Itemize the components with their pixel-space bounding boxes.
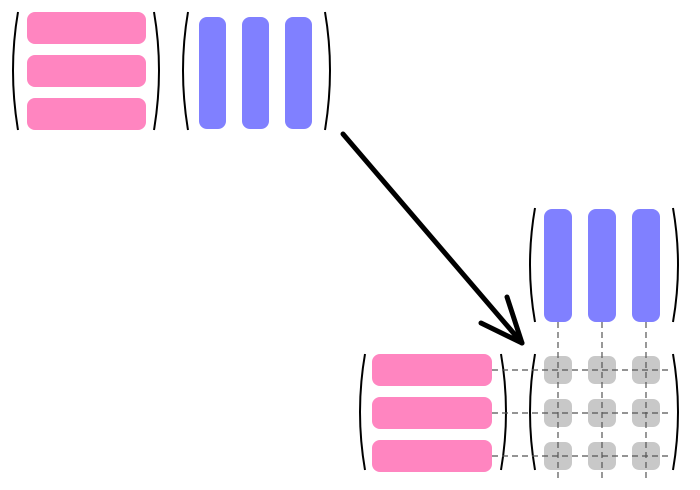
row-bar-1 [27,12,146,44]
right-bracket [500,353,507,471]
row-bar-3 [27,98,146,130]
row-bar-2 [27,55,146,87]
column-bar-3 [632,209,660,322]
right-bracket [672,207,679,323]
column-bar-2 [242,17,269,129]
transform-arrow [340,131,525,346]
guide-lines [492,322,668,482]
column-bars [544,209,660,322]
row-bars [27,12,146,130]
arrow-shaft [340,131,525,346]
left-bracket [529,353,536,471]
row-bar-1 [372,354,492,386]
bottom-row-matrix [359,353,507,472]
bottom-column-matrix [529,207,679,323]
right-bracket [153,11,160,131]
left-bracket [529,207,536,323]
right-bracket [324,11,331,131]
arrow-head [478,294,525,346]
right-bracket [672,353,679,471]
left-bracket [12,11,19,131]
row-bar-2 [372,397,492,429]
left-bracket [182,11,189,131]
column-bars [199,17,312,129]
product-matrix [492,322,679,482]
column-bar-3 [285,17,312,129]
row-bars [372,354,492,472]
left-bracket [359,353,366,471]
column-bar-1 [199,17,226,129]
column-bar-1 [544,209,572,322]
row-bar-3 [372,440,492,472]
top-column-matrix [182,11,331,131]
column-bar-2 [588,209,616,322]
top-row-matrix [12,11,160,131]
